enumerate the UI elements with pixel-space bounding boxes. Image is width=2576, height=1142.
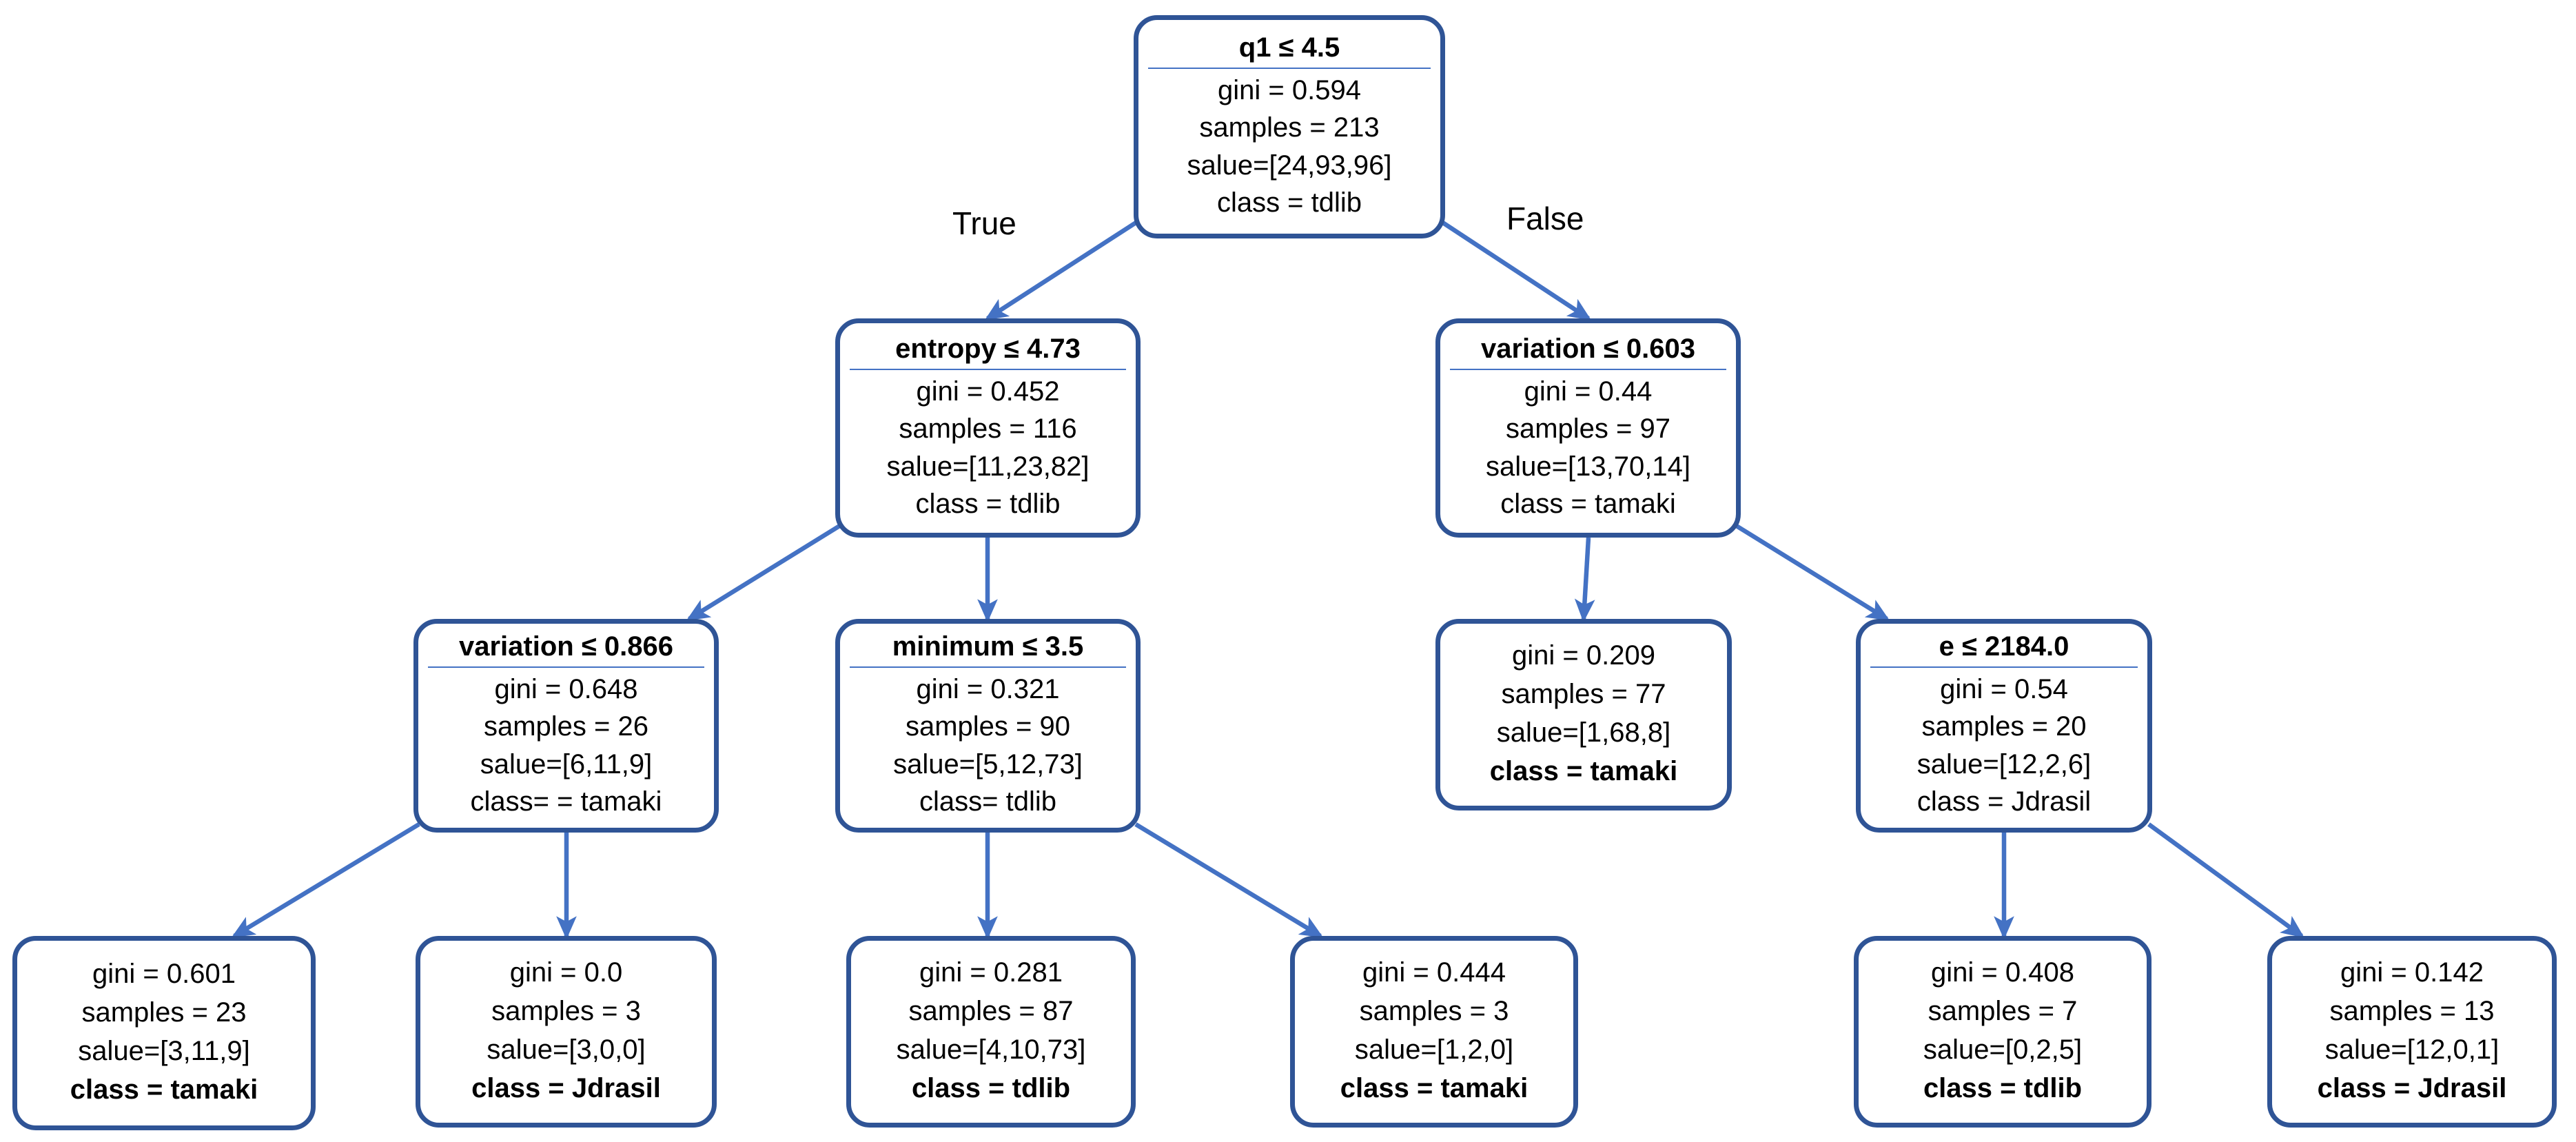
- node-condition: e ≤ 2184.0: [1870, 629, 2138, 668]
- node-class: class = tamaki: [1489, 756, 1678, 786]
- node-class: class = Jdrasil: [1916, 786, 2092, 817]
- node-samples: samples = 26: [483, 711, 649, 742]
- node-class: class = tdlib: [1923, 1073, 2083, 1103]
- node-class: class = Jdrasil: [2317, 1073, 2507, 1103]
- tree-node-leaf_jdrasil_13: gini = 0.142 samples = 13 salue=[12,0,1] cl…: [2267, 936, 2557, 1128]
- node-gini: gini = 0.408: [1931, 957, 2074, 988]
- node-value: salue=[1,68,8]: [1496, 717, 1671, 748]
- node-stats: gini = 0.321 samples = 90 salue=[5,12,73] c…: [850, 671, 1126, 821]
- tree-node-leaf_tamaki_77: gini = 0.209 samples = 77 salue=[1,68,8] cl…: [1435, 619, 1732, 810]
- node-stats: gini = 0.594 samples = 213 salue=[24,93,96…: [1148, 72, 1431, 222]
- node-value: salue=[12,2,6]: [1916, 748, 2092, 779]
- tree-node-leaf_tamaki_3: gini = 0.444 samples = 3 salue=[1,2,0] clas…: [1290, 936, 1578, 1128]
- node-class: class = tdlib: [915, 488, 1061, 519]
- tree-edge-minimum-to-leaf_tamaki_3: [1134, 822, 1324, 938]
- node-value: salue=[12,0,1]: [2324, 1034, 2500, 1065]
- tree-edge-variation603-to-e2184: [1734, 523, 1890, 621]
- node-value: salue=[13,70,14]: [1486, 451, 1690, 482]
- node-samples: samples = 23: [81, 997, 247, 1028]
- branch-label-true: True: [952, 205, 1016, 241]
- node-stats: gini = 0.648 samples = 26 salue=[6,11,9] cl…: [428, 671, 704, 821]
- node-gini: gini = 0.44: [1524, 376, 1653, 407]
- node-class: class = Jdrasil: [471, 1073, 661, 1103]
- node-samples: samples = 13: [2329, 996, 2495, 1026]
- node-stats: gini = 0.601 samples = 23 salue=[3,11,9] cl…: [27, 955, 301, 1109]
- node-stats: gini = 0.444 samples = 3 salue=[1,2,0] clas…: [1305, 953, 1564, 1108]
- node-value: salue=[0,2,5]: [1923, 1034, 2083, 1065]
- tree-node-minimum: minimum ≤ 3.5 gini = 0.321 samples = 90 sal…: [835, 619, 1141, 833]
- node-samples: samples = 116: [899, 414, 1077, 445]
- node-value: salue=[1,2,0]: [1354, 1034, 1514, 1065]
- node-value: salue=[11,23,82]: [886, 451, 1090, 482]
- node-gini: gini = 0.209: [1512, 640, 1655, 671]
- tree-edge-variation866-to-leaf_tamaki_23: [231, 822, 420, 938]
- node-gini: gini = 0.594: [1218, 74, 1361, 105]
- tree-node-entropy: entropy ≤ 4.73 gini = 0.452 samples = 116 s…: [835, 318, 1141, 538]
- node-gini: gini = 0.321: [916, 673, 1060, 704]
- node-gini: gini = 0.142: [2340, 957, 2484, 988]
- tree-edge-entropy-to-variation866: [686, 523, 842, 621]
- node-gini: gini = 0.452: [916, 376, 1060, 407]
- node-stats: gini = 0.142 samples = 13 salue=[12,0,1] cl…: [2282, 953, 2542, 1108]
- node-stats: gini = 0.209 samples = 77 salue=[1,68,8] cl…: [1450, 636, 1717, 791]
- tree-node-leaf_jdrasil_3: gini = 0.0 samples = 3 salue=[3,0,0] class …: [416, 936, 717, 1128]
- node-samples: samples = 77: [1501, 679, 1666, 709]
- node-stats: gini = 0.408 samples = 7 salue=[0,2,5] clas…: [1868, 953, 2137, 1108]
- node-samples: samples = 213: [1199, 112, 1380, 143]
- node-samples: samples = 97: [1505, 414, 1671, 445]
- tree-node-variation866: variation ≤ 0.866 gini = 0.648 samples = 2…: [413, 619, 719, 833]
- node-value: salue=[4,10,73]: [896, 1034, 1086, 1065]
- node-gini: gini = 0.0: [509, 957, 623, 988]
- tree-node-leaf_tamaki_23: gini = 0.601 samples = 23 salue=[3,11,9] cl…: [12, 936, 316, 1130]
- node-class: class = tamaki: [1340, 1073, 1529, 1103]
- tree-node-root: q1 ≤ 4.5 gini = 0.594 samples = 213 salue=[…: [1134, 15, 1445, 238]
- node-gini: gini = 0.281: [919, 957, 1063, 988]
- node-condition: entropy ≤ 4.73: [850, 331, 1126, 370]
- node-gini: gini = 0.601: [92, 959, 236, 989]
- tree-edge-e2184-to-leaf_jdrasil_13: [2147, 822, 2305, 938]
- node-value: salue=[6,11,9]: [480, 748, 653, 779]
- node-stats: gini = 0.0 samples = 3 salue=[3,0,0] class …: [430, 953, 702, 1108]
- node-class: class = tdlib: [911, 1073, 1071, 1103]
- node-gini: gini = 0.54: [1940, 673, 2068, 704]
- node-stats: gini = 0.54 samples = 20 salue=[12,2,6] cla…: [1870, 671, 2138, 821]
- node-samples: samples = 20: [1921, 711, 2087, 742]
- node-stats: gini = 0.44 samples = 97 salue=[13,70,14] c…: [1450, 373, 1726, 523]
- node-class: class= tdlib: [919, 786, 1056, 817]
- tree-edge-variation603-to-leaf_tamaki_77: [1574, 537, 1595, 623]
- node-value: salue=[3,11,9]: [78, 1036, 250, 1066]
- node-samples: samples = 3: [491, 996, 641, 1026]
- tree-node-e2184: e ≤ 2184.0 gini = 0.54 samples = 20 salue=[…: [1856, 619, 2152, 833]
- tree-node-leaf_tdlib_87: gini = 0.281 samples = 87 salue=[4,10,73] c…: [846, 936, 1136, 1128]
- node-samples: samples = 90: [905, 711, 1071, 742]
- node-stats: gini = 0.281 samples = 87 salue=[4,10,73] c…: [861, 953, 1121, 1108]
- node-value: salue=[5,12,73]: [893, 748, 1083, 779]
- node-value: salue=[3,0,0]: [487, 1034, 646, 1065]
- node-condition: minimum ≤ 3.5: [850, 629, 1126, 668]
- node-samples: samples = 3: [1359, 996, 1509, 1026]
- node-condition: variation ≤ 0.866: [428, 629, 704, 668]
- node-gini: gini = 0.444: [1362, 957, 1506, 988]
- node-class: class= = tamaki: [470, 786, 662, 817]
- node-samples: samples = 87: [908, 996, 1074, 1026]
- node-gini: gini = 0.648: [494, 673, 638, 704]
- tree-node-leaf_tdlib_7: gini = 0.408 samples = 7 salue=[0,2,5] clas…: [1854, 936, 2151, 1128]
- branch-label-false: False: [1506, 201, 1584, 236]
- node-samples: samples = 7: [1928, 996, 2078, 1026]
- tree-node-variation603: variation ≤ 0.603 gini = 0.44 samples = 97…: [1435, 318, 1741, 538]
- node-class: class = tdlib: [1216, 187, 1362, 218]
- node-value: salue=[24,93,96]: [1187, 150, 1392, 181]
- node-class: class = tamaki: [70, 1074, 258, 1105]
- node-condition: q1 ≤ 4.5: [1148, 30, 1431, 69]
- node-condition: variation ≤ 0.603: [1450, 331, 1726, 370]
- node-stats: gini = 0.452 samples = 116 salue=[11,23,82…: [850, 373, 1126, 523]
- node-class: class = tamaki: [1500, 488, 1676, 519]
